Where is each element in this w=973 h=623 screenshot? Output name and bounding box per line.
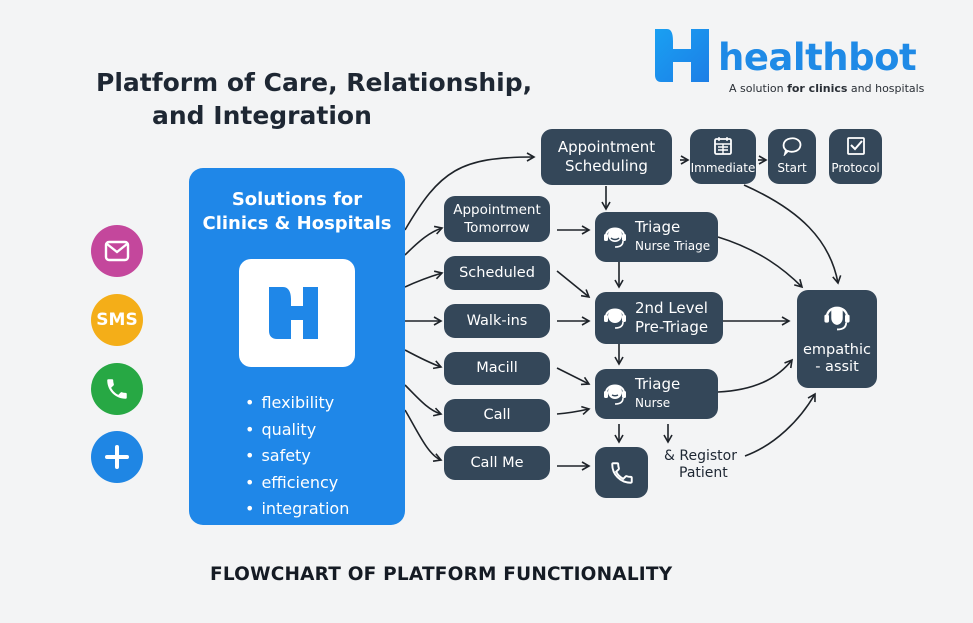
- flowchart-caption: FLOWCHART OF PLATFORM FUNCTIONALITY: [210, 564, 673, 585]
- feature-item: flexibility: [245, 390, 349, 417]
- arrow-triage-nurse-to-assist: [717, 358, 794, 393]
- arrow-register-to-assist: [744, 392, 816, 457]
- feature-item: integration: [245, 496, 349, 523]
- healthbot-logo-icon: [655, 29, 709, 82]
- node-walk-ins[interactable]: Walk-ins: [444, 304, 550, 338]
- title-line-2: and Integration: [152, 101, 372, 130]
- channel-email[interactable]: [91, 225, 143, 277]
- arrow-panel-to-appt-scheduling: [404, 152, 536, 231]
- h-logo-icon: [239, 259, 355, 367]
- calendar-icon: [714, 136, 732, 155]
- brand-name: healthbot: [718, 36, 917, 79]
- node-start[interactable]: Start: [768, 129, 816, 184]
- node-call[interactable]: Call: [444, 399, 550, 432]
- headset-agent-icon: [824, 306, 850, 331]
- checkbox-icon: [846, 136, 865, 155]
- node-macill[interactable]: Macill: [444, 352, 550, 385]
- feature-list: flexibility quality safety efficiency in…: [245, 390, 349, 523]
- arrow-panel-to-appt-tomorrow: [404, 225, 444, 256]
- arrow-scheduled-to-second-level: [556, 270, 591, 299]
- channel-phone[interactable]: [91, 363, 143, 415]
- node-call-me[interactable]: Call Me: [444, 446, 550, 480]
- plus-icon: [105, 445, 129, 469]
- node-immediate[interactable]: Immediate: [690, 129, 756, 184]
- arrow-macill-to-triage-nurse: [556, 367, 591, 386]
- arrow-panel-to-call: [404, 384, 443, 417]
- arrow-immediate-to-assist: [743, 184, 842, 285]
- page-title: Platform of Care, Relationship, and Inte…: [96, 66, 566, 132]
- sms-label: SMS: [96, 310, 138, 330]
- envelope-icon: [104, 240, 130, 262]
- headset-agent-icon: [604, 308, 626, 329]
- channel-sms[interactable]: SMS: [91, 294, 143, 346]
- feature-item: efficiency: [245, 470, 349, 497]
- brand-tagline: A solution for clinics and hospitals: [729, 82, 925, 95]
- node-empathic-assist[interactable]: empathic - assit: [797, 290, 877, 388]
- arrow-triage-to-assist: [717, 236, 804, 289]
- solutions-panel-title: Solutions for Clinics & Hospitals: [202, 189, 392, 234]
- node-scheduled[interactable]: Scheduled: [444, 256, 550, 290]
- node-protocol[interactable]: Protocol: [829, 129, 882, 184]
- solutions-panel: Solutions for Clinics & Hospitals flexib…: [189, 168, 405, 525]
- feature-item: safety: [245, 443, 349, 470]
- phone-icon: [610, 461, 633, 484]
- phone-icon: [107, 379, 127, 399]
- arrow-call-to-triage-nurse: [556, 405, 591, 416]
- headset-agent-icon: [604, 227, 626, 248]
- channel-more[interactable]: [91, 431, 143, 483]
- headset-agent-icon: [604, 384, 626, 405]
- arrow-panel-to-call-me: [404, 409, 443, 463]
- chat-bubble-icon: [782, 136, 802, 156]
- node-phone[interactable]: [595, 447, 648, 498]
- title-line-1: Platform of Care, Relationship,: [96, 68, 533, 97]
- arrow-panel-to-macill: [404, 349, 443, 370]
- register-patient-label: & Registor Patient: [664, 448, 737, 481]
- arrow-panel-to-scheduled: [404, 270, 444, 288]
- feature-item: quality: [245, 417, 349, 444]
